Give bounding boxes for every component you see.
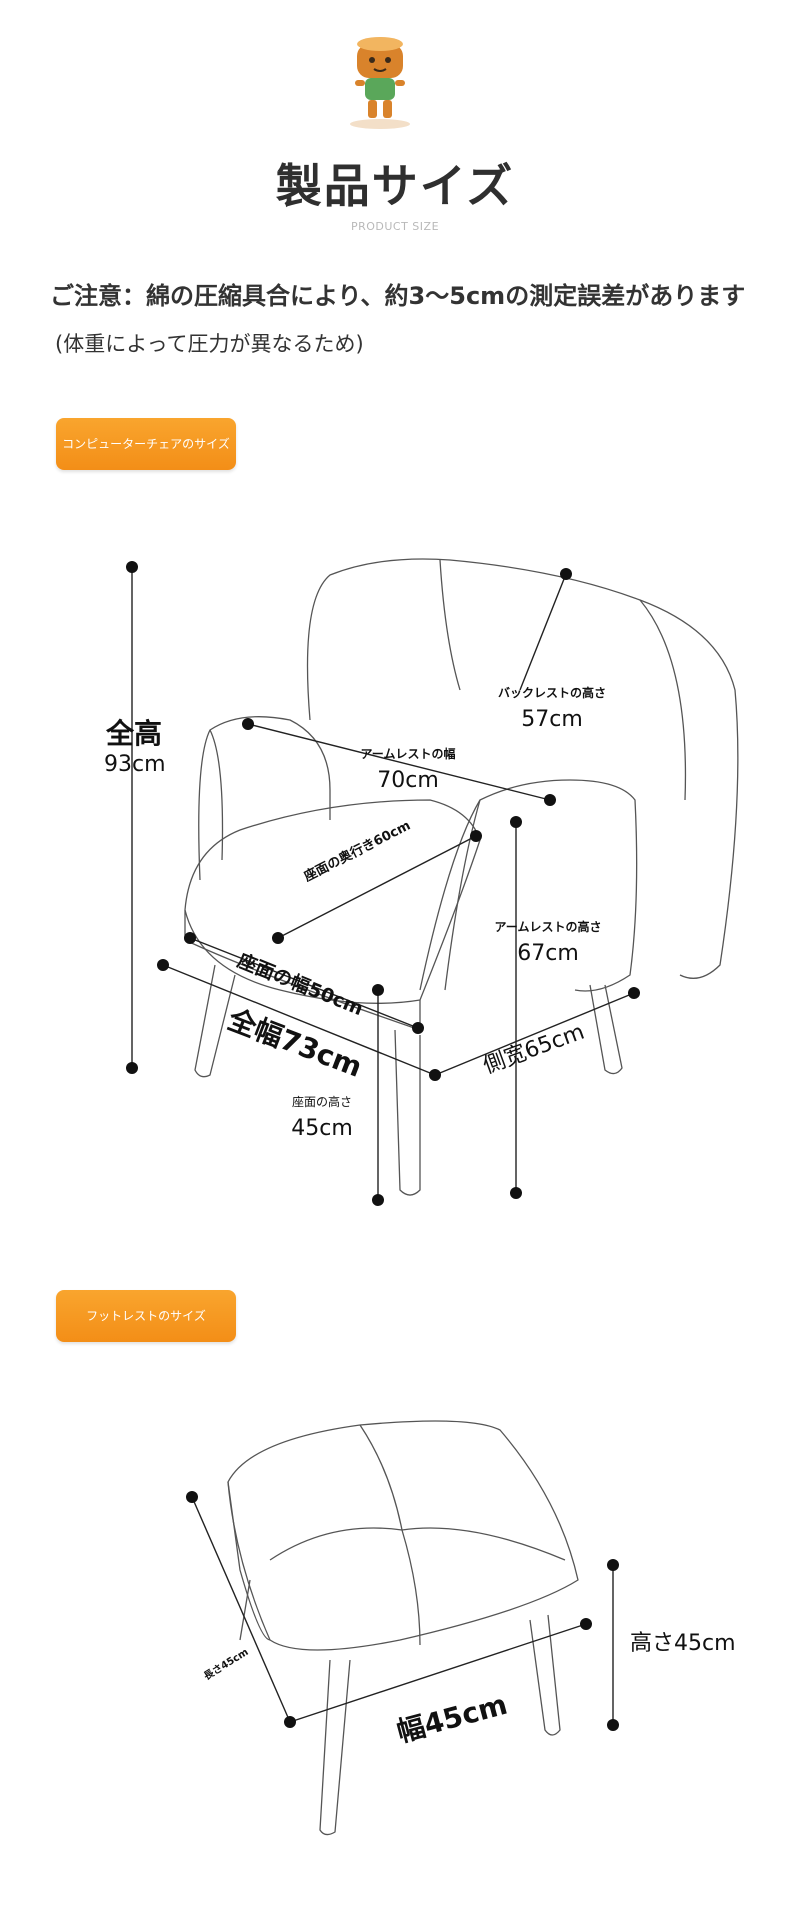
page-subtitle: PRODUCT SIZE — [350, 220, 440, 233]
armrest-height-title: アームレストの高さ — [494, 920, 602, 934]
mascot-icon — [350, 37, 410, 129]
footrest-dimension-lines — [191, 1496, 614, 1725]
footrest-height-label: 高さ45cm — [630, 1631, 736, 1656]
armrest-height-label: アームレストの高さ 67cm — [478, 918, 618, 966]
armrest-width-value: 70cm — [377, 768, 439, 793]
chair-dimension-lines — [131, 567, 635, 1200]
mascot-logo — [345, 30, 415, 130]
seat-height-value: 45cm — [291, 1116, 353, 1141]
backrest-height-label: バックレストの高さ 57cm — [482, 684, 622, 732]
footrest-outline — [227, 1420, 579, 1836]
armrest-width-title: アームレストの幅 — [360, 747, 456, 761]
armrest-width-label: アームレストの幅 70cm — [343, 745, 473, 793]
measurement-notice-reason: (体重によって圧力が異なるため) — [55, 332, 364, 356]
chair-size-tag: コンピューターチェアのサイズ — [56, 418, 236, 470]
armrest-height-value: 67cm — [517, 941, 579, 966]
chair-outline — [184, 558, 739, 1196]
backrest-height-title: バックレストの高さ — [497, 686, 606, 700]
backrest-height-value: 57cm — [521, 707, 583, 732]
measurement-notice: ご注意：綿の圧縮具合により、約3〜5cmの測定誤差があります — [50, 282, 746, 310]
chair-dimension-dots — [126, 561, 640, 1206]
total-height-value: 93cm — [104, 752, 166, 777]
seat-height-title: 座面の高さ — [291, 1095, 352, 1109]
footrest-size-tag: フットレストのサイズ — [56, 1290, 236, 1342]
footrest-dimension-dots — [186, 1491, 619, 1731]
seat-height-label: 座面の高さ 45cm — [282, 1093, 362, 1141]
page-title: 製品サイズ — [275, 159, 515, 213]
total-height-label: 全高 93cm — [104, 712, 166, 777]
total-height-title: 全高 — [105, 717, 162, 750]
